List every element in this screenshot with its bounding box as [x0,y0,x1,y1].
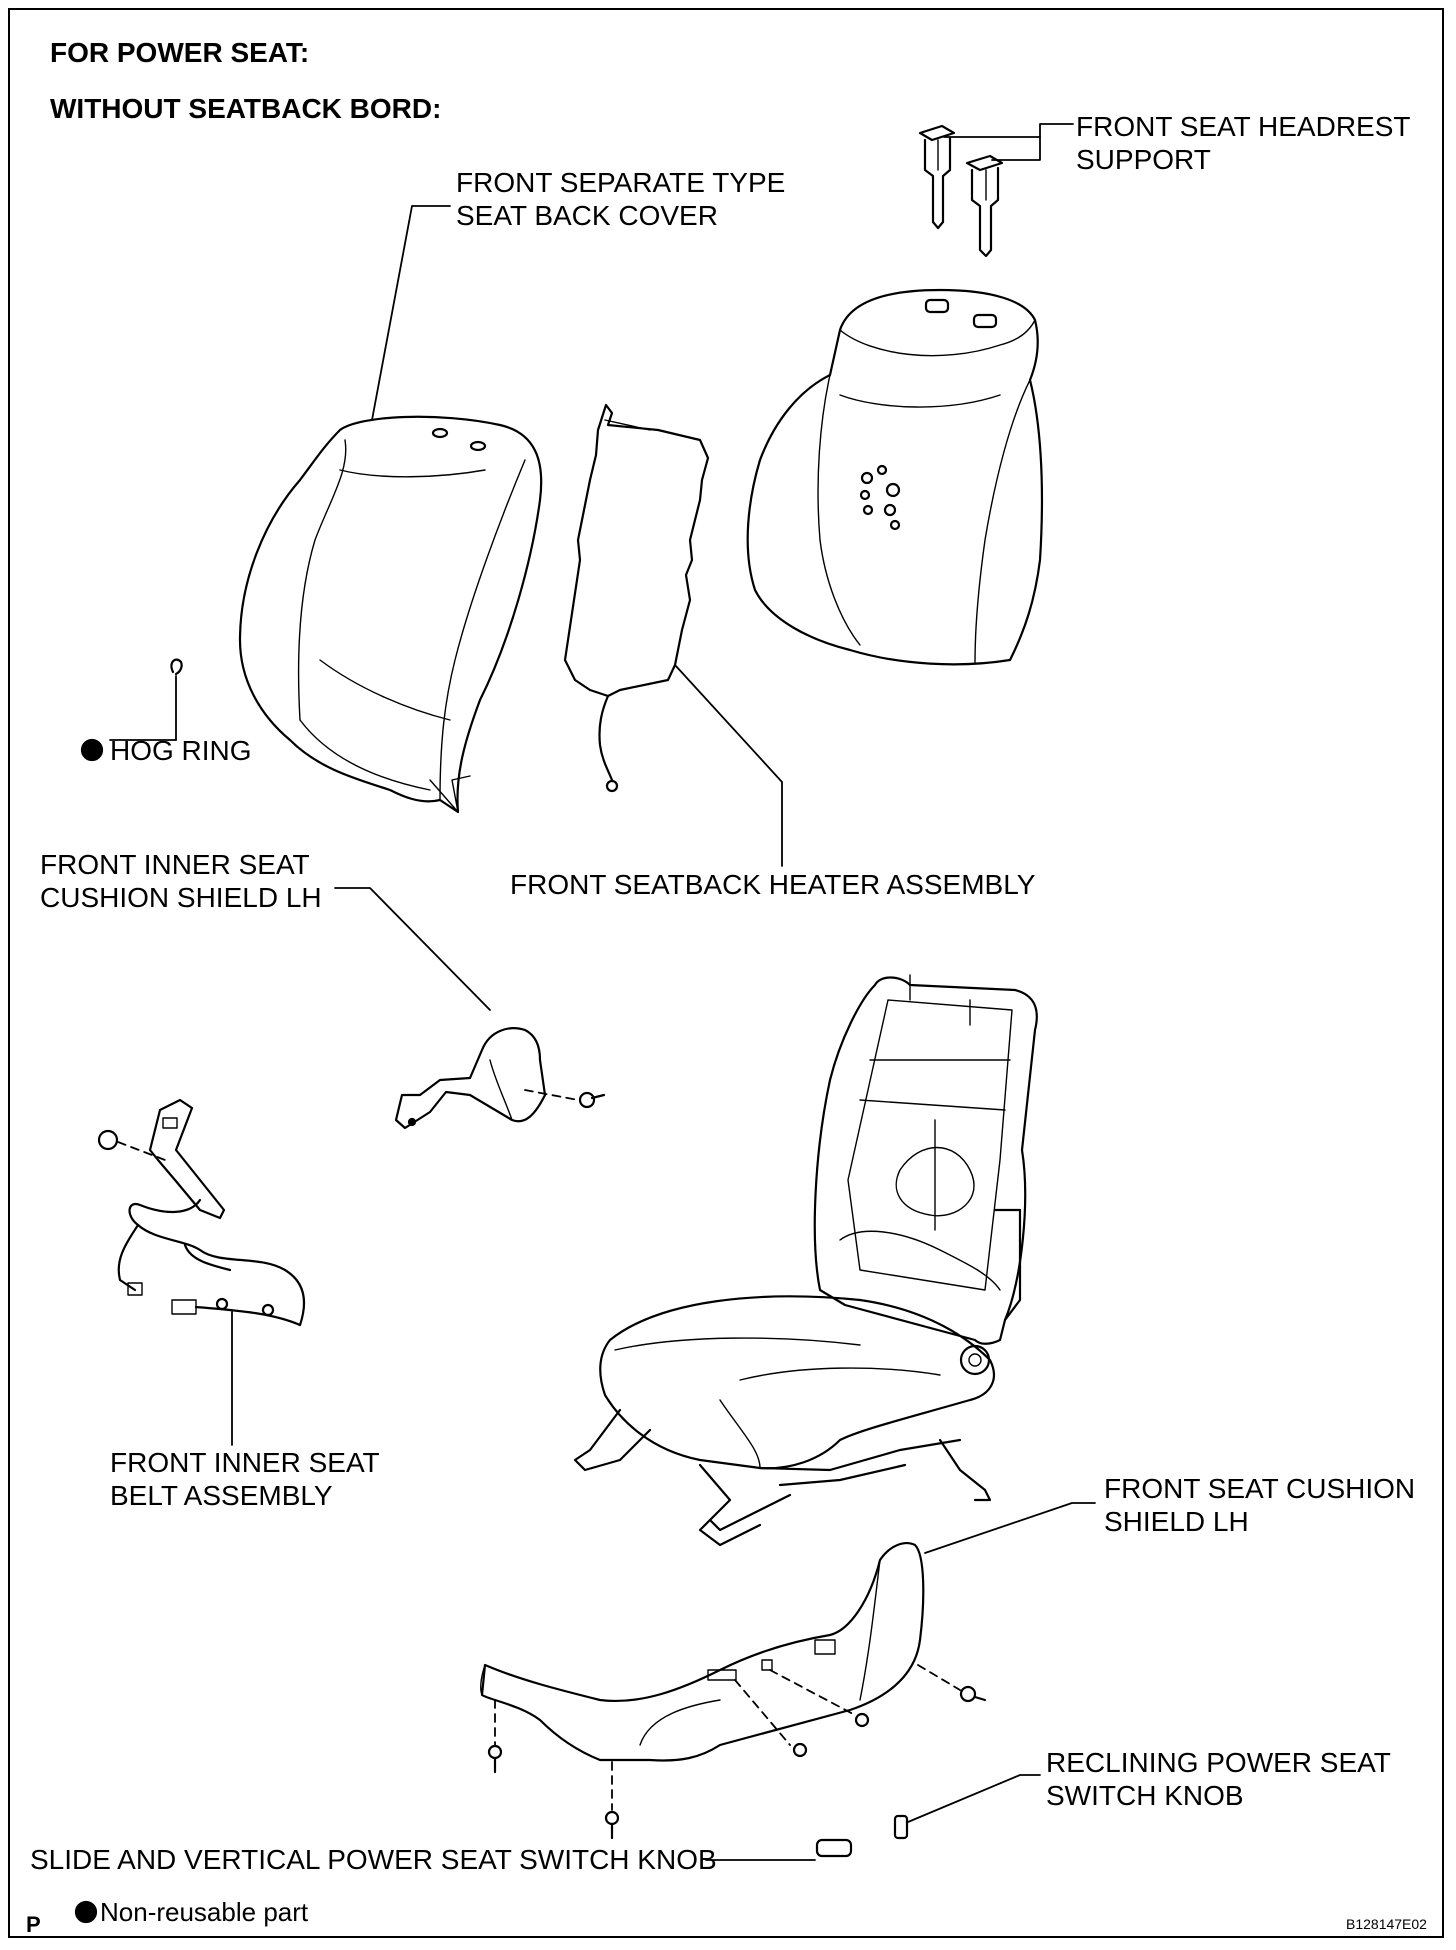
seat-back-cover-leader [371,205,451,421]
label-seat-back-cover-line2: SEAT BACK COVER [456,200,718,231]
label-reclining-knob-line2: SWITCH KNOB [1046,1780,1244,1811]
label-inner-belt-line2: BELT ASSEMBLY [110,1480,333,1511]
header-without-seatback-board: WITHOUT SEATBACK BORD: [50,93,442,124]
seat-back-cover-part [238,415,543,814]
hog-ring-marker-icon [80,738,104,762]
reclining-knob-part [893,1814,909,1840]
label-inner-belt-line1: FRONT INNER SEAT [110,1447,380,1478]
label-slide-knob: SLIDE AND VERTICAL POWER SEAT SWITCH KNO… [30,1844,717,1875]
figure-code: B128147E02 [1346,1916,1427,1932]
cushion-shield-leader [924,1502,1096,1554]
inner-cushion-shield-leader [334,887,491,1011]
label-headrest-support-line1: FRONT SEAT HEADREST [1076,111,1411,142]
seat-back-pad-part [746,288,1044,666]
seatback-heater-leader [674,664,783,867]
headrest-support-leader [943,123,1074,161]
legend-non-reusable: Non-reusable part [100,1897,309,1927]
seat-frame-part [573,974,1038,1547]
label-inner-cushion-shield-line2: CUSHION SHIELD LH [40,882,322,913]
legend-marker-icon [74,1900,98,1924]
label-inner-cushion-shield-line1: FRONT INNER SEAT [40,849,310,880]
inner-belt-part [97,1098,306,1327]
label-hog-ring: HOG RING [110,735,252,766]
header-power-seat: FOR POWER SEAT: [50,37,310,68]
slide-knob-part [815,1838,853,1858]
label-headrest-support-line2: SUPPORT [1076,144,1211,175]
diagram-frame [8,8,1444,1938]
label-seatback-heater: FRONT SEATBACK HEATER ASSEMBLY [510,869,1036,900]
page-marker: P [26,1912,41,1937]
inner-cushion-shield-part [394,1027,606,1130]
label-cushion-shield-line1: FRONT SEAT CUSHION [1104,1473,1416,1504]
label-seat-back-cover-line1: FRONT SEPARATE TYPE [456,167,786,198]
headrest-support-part [918,124,1004,258]
cushion-shield-part [480,1542,987,1840]
label-cushion-shield-line2: SHIELD LH [1104,1506,1249,1537]
hog-ring-part [109,658,183,741]
reclining-knob-leader [907,1774,1041,1823]
label-reclining-knob-line1: RECLINING POWER SEAT [1046,1747,1391,1778]
seatback-heater-part [563,403,710,793]
